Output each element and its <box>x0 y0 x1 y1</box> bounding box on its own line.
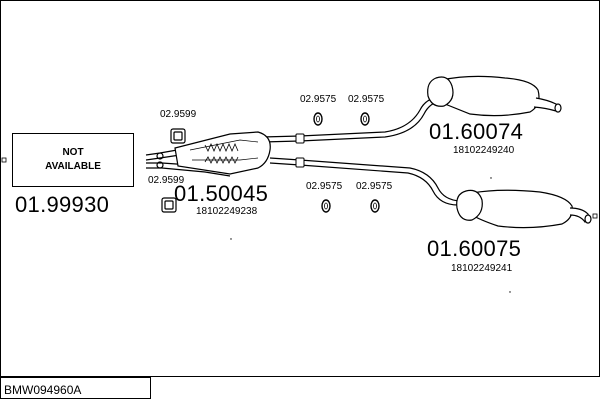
footer-code: BMW094960A <box>4 383 82 397</box>
clamp-fitting-lower <box>161 197 177 213</box>
fitting-label-clamp-upper: 02.9599 <box>160 109 197 120</box>
rear-silencer-lower <box>456 189 592 229</box>
fitting-label-ring-lower-left: 02.9575 <box>306 181 343 192</box>
part-number-01-60075: 01.60075 <box>427 236 522 261</box>
not-available-box: NOT AVAILABLE <box>12 133 134 187</box>
center-silencer <box>174 131 271 175</box>
footer-code-box: BMW094960A <box>0 377 151 399</box>
fitting-label-ring-upper-left: 02.9575 <box>300 94 337 105</box>
oem-number-50045: 18102249238 <box>196 206 258 217</box>
not-available-label: NOT AVAILABLE <box>45 147 101 172</box>
rubber-mount-rings <box>313 112 380 213</box>
lower-pipe <box>269 157 461 206</box>
left-edge-marker <box>1 157 7 163</box>
ring-inner-holes <box>316 115 377 210</box>
pipe-joints <box>295 133 305 168</box>
part-number-01-60074: 01.60074 <box>429 119 524 144</box>
fitting-label-ring-upper-right: 02.9575 <box>348 94 385 105</box>
fitting-label-ring-lower-right: 02.9575 <box>356 181 393 192</box>
diagram-frame <box>0 0 600 377</box>
clamp-fitting-upper <box>170 128 186 144</box>
part-number-01-99930: 01.99930 <box>15 192 110 217</box>
oem-number-60075: 18102249241 <box>451 263 513 274</box>
stray-dots <box>230 177 511 293</box>
rear-silencer-upper <box>427 75 562 117</box>
right-edge-marker <box>592 213 598 219</box>
part-number-01-50045: 01.50045 <box>174 181 269 206</box>
fitting-label-clamp-lower: 02.9599 <box>148 175 185 186</box>
oem-number-60074: 18102249240 <box>453 145 515 156</box>
